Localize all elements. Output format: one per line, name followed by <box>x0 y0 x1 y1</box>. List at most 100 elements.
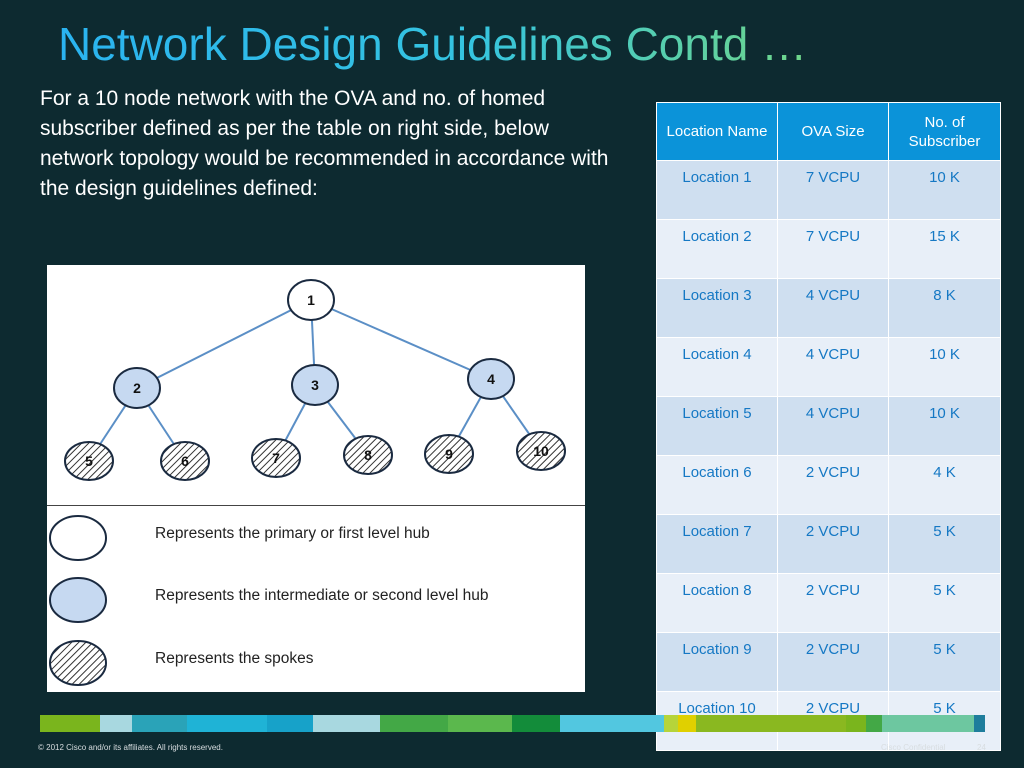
node-2: 2 <box>113 367 161 409</box>
header-no-of-subscriber: No. of Subscriber <box>888 102 1001 161</box>
cell-location: Location 1 <box>656 160 778 220</box>
cell-ova-size: 7 VCPU <box>777 160 889 220</box>
node-circle-intermediate <box>467 358 515 400</box>
legend-item-primary: Represents the primary or first level hu… <box>47 513 585 563</box>
cell-ova-size: 4 VCPU <box>777 337 889 397</box>
footer-stripe <box>866 715 882 732</box>
cell-subscribers: 5 K <box>888 573 1001 633</box>
cell-ova-size: 2 VCPU <box>777 455 889 515</box>
node-label: 4 <box>487 371 495 387</box>
cell-location: Location 4 <box>656 337 778 397</box>
node-1: 1 <box>287 279 335 321</box>
node-10: 10 <box>516 431 566 471</box>
node-label: 10 <box>533 443 549 459</box>
node-circle-spoke <box>160 441 210 481</box>
intro-paragraph: For a 10 node network with the OVA and n… <box>40 87 609 200</box>
footer-stripe <box>40 715 100 732</box>
legend-divider <box>47 505 585 506</box>
footer-stripe <box>313 715 380 732</box>
node-label: 7 <box>272 450 280 466</box>
cell-ova-size: 2 VCPU <box>777 573 889 633</box>
footer-stripe <box>267 715 313 732</box>
footer-stripe <box>448 715 512 732</box>
edge-1-2 <box>136 299 312 389</box>
node-circle-intermediate <box>291 364 339 406</box>
legend-item-spoke: Represents the spokes <box>47 638 585 688</box>
footer-stripe <box>678 715 696 732</box>
legend-text-primary: Represents the primary or first level hu… <box>155 525 430 542</box>
node-label: 3 <box>311 377 319 393</box>
legend-item-intermediate: Represents the intermediate or second le… <box>47 575 585 625</box>
cell-subscribers: 10 K <box>888 337 1001 397</box>
node-circle-spoke <box>64 441 114 481</box>
footer-stripe <box>512 715 560 732</box>
table-row: Location 5 4 VCPU 10 K <box>656 396 1001 456</box>
slide-title: Network Design Guidelines Contd … <box>58 14 807 74</box>
node-circle-primary <box>287 279 335 321</box>
node-circle-spoke <box>424 434 474 474</box>
cell-subscribers: 10 K <box>888 160 1001 220</box>
footer-stripe <box>100 715 132 732</box>
table-row: Location 2 7 VCPU 15 K <box>656 219 1001 279</box>
node-9: 9 <box>424 434 474 474</box>
footer-stripe <box>696 715 846 732</box>
node-label: 1 <box>307 292 315 308</box>
location-table: Location Name OVA Size No. of Subscriber… <box>656 102 1001 751</box>
footer-stripe <box>380 715 448 732</box>
node-5: 5 <box>64 441 114 481</box>
node-circle-spoke <box>516 431 566 471</box>
table-row: Location 9 2 VCPU 5 K <box>656 632 1001 692</box>
spoke-swatch-icon <box>49 640 107 686</box>
cell-location: Location 5 <box>656 396 778 456</box>
header-ova-size: OVA Size <box>777 102 889 161</box>
topology-diagram: 1 2 3 4 5 6 7 8 9 10 <box>64 279 566 481</box>
footer-stripe <box>974 715 985 732</box>
footer-stripe <box>132 715 187 732</box>
node-4: 4 <box>467 358 515 400</box>
table-row: Location 4 4 VCPU 10 K <box>656 337 1001 397</box>
cell-location: Location 2 <box>656 219 778 279</box>
table-row: Location 8 2 VCPU 5 K <box>656 573 1001 633</box>
cell-subscribers: 15 K <box>888 219 1001 279</box>
header-location-name: Location Name <box>656 102 778 161</box>
cell-location: Location 6 <box>656 455 778 515</box>
table-header-row: Location Name OVA Size No. of Subscriber <box>656 102 1001 161</box>
table-row: Location 7 2 VCPU 5 K <box>656 514 1001 574</box>
footer-confidential: Cisco Confidential <box>881 743 946 752</box>
footer-stripe <box>560 715 664 732</box>
table-row: Location 6 2 VCPU 4 K <box>656 455 1001 515</box>
cell-location: Location 9 <box>656 632 778 692</box>
node-8: 8 <box>343 435 393 475</box>
node-7: 7 <box>251 438 301 478</box>
footer-stripe <box>846 715 866 732</box>
edge-1-4 <box>310 299 492 380</box>
cell-ova-size: 4 VCPU <box>777 396 889 456</box>
node-label: 2 <box>133 380 141 396</box>
node-3: 3 <box>291 364 339 406</box>
cell-subscribers: 5 K <box>888 632 1001 692</box>
legend-text-intermediate: Represents the intermediate or second le… <box>155 587 489 604</box>
cell-ova-size: 4 VCPU <box>777 278 889 338</box>
cell-ova-size: 2 VCPU <box>777 632 889 692</box>
cell-location: Location 8 <box>656 573 778 633</box>
node-label: 9 <box>445 446 453 462</box>
cell-subscribers: 10 K <box>888 396 1001 456</box>
footer-copyright: © 2012 Cisco and/or its affiliates. All … <box>38 743 223 752</box>
footer-stripe <box>882 715 974 732</box>
cell-location: Location 7 <box>656 514 778 574</box>
table-row: Location 3 4 VCPU 8 K <box>656 278 1001 338</box>
cell-subscribers: 4 K <box>888 455 1001 515</box>
primary-hub-swatch-icon <box>49 515 107 561</box>
footer-color-bar <box>40 715 985 732</box>
node-circle-spoke <box>251 438 301 478</box>
cell-ova-size: 2 VCPU <box>777 514 889 574</box>
footer-stripe <box>664 715 678 732</box>
node-6: 6 <box>160 441 210 481</box>
page-number: 24 <box>977 743 986 752</box>
topology-diagram-panel: 1 2 3 4 5 6 7 8 9 10 Represents the primary or fi… <box>47 265 585 692</box>
cell-ova-size: 7 VCPU <box>777 219 889 279</box>
node-label: 5 <box>85 453 93 469</box>
cell-subscribers: 5 K <box>888 514 1001 574</box>
cell-subscribers: 8 K <box>888 278 1001 338</box>
node-circle-intermediate <box>113 367 161 409</box>
